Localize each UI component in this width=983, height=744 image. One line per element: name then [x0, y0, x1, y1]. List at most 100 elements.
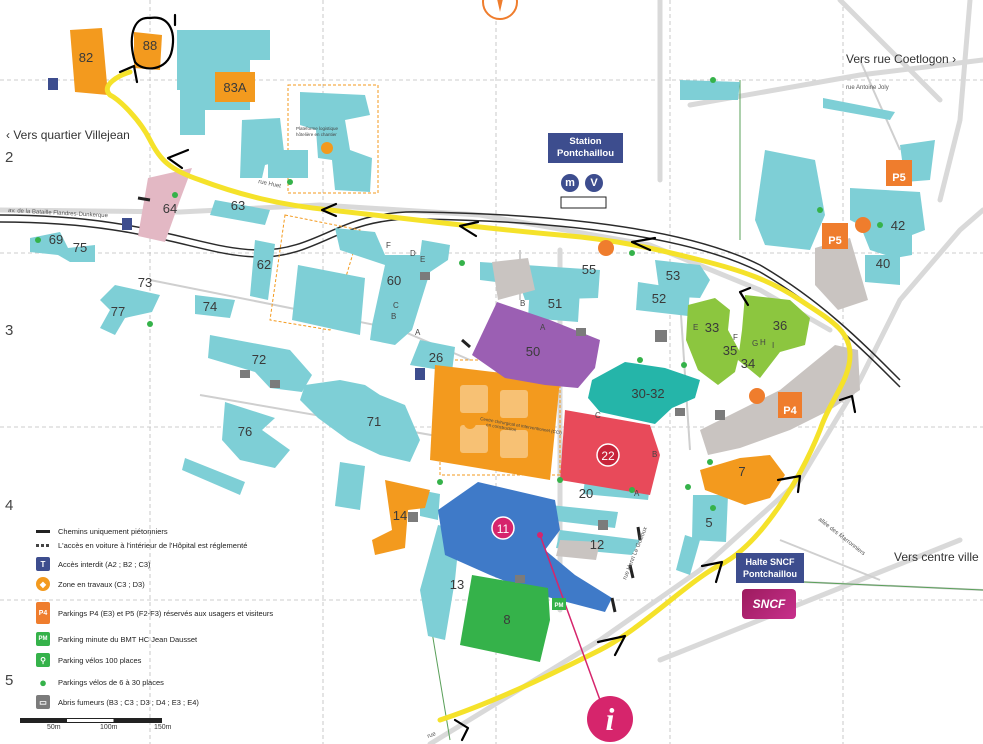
- legend-item-works: ◆ Zone en travaux (C3 ; D3): [36, 577, 145, 591]
- building-51: 51: [548, 296, 562, 311]
- no-access-icons: [48, 78, 425, 380]
- building-74: 74: [203, 299, 217, 314]
- street-antoine-joly: rue Antoine Joly: [846, 85, 889, 91]
- shuttle-icons: [598, 217, 871, 404]
- parking-p5-badge-b: P5: [822, 223, 848, 249]
- compass-icon: [482, 0, 518, 20]
- nav-coetlogon[interactable]: Vers rue Coetlogon ›: [846, 52, 956, 66]
- scale-100: 100m: [100, 724, 118, 731]
- smoking-shelter-icon: ▭: [36, 695, 50, 709]
- halte-line1: Halte SNCF: [745, 557, 795, 567]
- building-53: 53: [666, 268, 680, 283]
- parking-minute-label: PM: [555, 603, 564, 609]
- buildings-blue: [30, 30, 935, 640]
- grey-lot: [492, 258, 535, 300]
- legend-text: L'accès en voiture à l'intérieur de l'Hô…: [58, 541, 248, 550]
- legend-text: Parking vélos 100 places: [58, 655, 142, 665]
- building-73: 73: [138, 275, 152, 290]
- building-40: 40: [876, 256, 890, 271]
- scale-bar: [20, 718, 162, 723]
- building-3032-shape: [588, 362, 700, 424]
- parking-p4-label: P4: [783, 405, 797, 417]
- bike-icon: ⚲: [36, 653, 50, 667]
- building-7: 7: [738, 464, 745, 479]
- bike-dot-icon: ●: [39, 674, 47, 690]
- building-12: 12: [590, 537, 604, 552]
- info-pointer-dot: [537, 532, 543, 538]
- legend-text: Chemins uniquement piétonniers: [58, 527, 168, 536]
- pedestrian-path-icon: [36, 530, 50, 533]
- letter-d-60: D: [410, 249, 416, 258]
- building-14: 14: [393, 508, 407, 523]
- building-36: 36: [773, 318, 787, 333]
- building-8: 8: [503, 612, 510, 627]
- building-42: 42: [891, 218, 905, 233]
- building-76: 76: [238, 424, 252, 439]
- chevron-right-icon: ›: [952, 52, 957, 66]
- nav-centre-ville[interactable]: Vers centre ville: [894, 550, 979, 564]
- chevron-left-icon: ‹: [6, 128, 14, 142]
- halte-line2: Pontchaillou: [743, 569, 797, 579]
- parking-minute-icon: PM: [36, 632, 50, 646]
- letter-a-50: A: [540, 323, 546, 332]
- works-icons: [321, 142, 476, 429]
- nav-villejean[interactable]: ‹ Vers quartier Villejean: [6, 128, 130, 142]
- info-icon[interactable]: i: [587, 696, 633, 742]
- route-path: [105, 69, 853, 723]
- building-71: 71: [367, 414, 381, 429]
- building-11: 11: [497, 522, 510, 536]
- letter-c-22: C: [595, 411, 601, 420]
- building-22-badge-circle: [596, 443, 620, 467]
- station-line2: Pontchaillou: [557, 148, 614, 159]
- bike-share-icon: V: [585, 174, 603, 192]
- legend-text: Parking minute du BMT HC Jean Dausset: [58, 634, 198, 644]
- building-34: 34: [741, 356, 755, 371]
- building-64: 64: [163, 201, 177, 216]
- building-11-badge-circle: [491, 516, 515, 540]
- buildings-lime: [686, 295, 810, 385]
- parking-p4-badge: P4: [778, 392, 802, 418]
- nav-coetlogon-label: Vers rue Coetlogon: [846, 52, 949, 66]
- letter-f-60: F: [386, 241, 391, 250]
- works-icon: ◆: [36, 577, 50, 591]
- building-55: 55: [582, 262, 596, 277]
- parking-p5b-label: P5: [828, 235, 841, 247]
- legend-item-parkings: P4 Parkings P4 (E3) et P5 (F2-F3) réserv…: [36, 602, 273, 624]
- letter-h-36: H: [760, 338, 766, 347]
- scale-150: 150m: [154, 724, 172, 731]
- legend-item-no-access: T Accès interdit (A2 ; B2 ; C3): [36, 557, 151, 571]
- legend-text: Abris fumeurs (B3 ; C3 ; D3 ; D4 ; E3 ; …: [58, 697, 199, 707]
- legend-item-smoking: ▭ Abris fumeurs (B3 ; C3 ; D3 ; D4 ; E3 …: [36, 695, 199, 709]
- building-20: 20: [579, 486, 593, 501]
- legend-text: Accès interdit (A2 ; B2 ; C3): [58, 559, 151, 569]
- building-8-shape: [460, 575, 550, 662]
- building-82: 82: [79, 50, 93, 65]
- letter-f-35: F: [733, 333, 738, 342]
- grey-lot-2: [556, 540, 600, 560]
- letter-a-20: A: [634, 489, 640, 498]
- halte-sncf[interactable]: Halte SNCF Pontchaillou: [736, 553, 804, 583]
- building-35: 35: [723, 343, 737, 358]
- building-75: 75: [73, 240, 87, 255]
- bike-parkings: [35, 77, 883, 511]
- building-33: 33: [705, 320, 719, 335]
- building-77: 77: [111, 304, 125, 319]
- letter-a-60: A: [415, 328, 421, 337]
- legend-item-bike-100: ⚲ Parking vélos 100 places: [36, 653, 141, 667]
- grid-row-5: 5: [5, 672, 14, 689]
- parking-p5-shape: [815, 238, 868, 310]
- building-13: 13: [450, 577, 464, 592]
- zone-cci-label-2: en construction: [486, 422, 517, 432]
- building-83a: 83A: [223, 80, 246, 95]
- grid-row-4: 4: [5, 497, 14, 514]
- building-3032: 30-32: [631, 386, 664, 401]
- letter-b-51: B: [520, 299, 525, 308]
- car-access-icon: [36, 544, 50, 547]
- parking-icon: P4: [36, 602, 50, 624]
- building-60: 60: [387, 273, 401, 288]
- street-bottom: rue: [427, 731, 438, 740]
- zone-logistique-label-2: hôtelière en chantier: [296, 132, 337, 137]
- station-pontchaillou[interactable]: Station Pontchaillou: [548, 133, 623, 163]
